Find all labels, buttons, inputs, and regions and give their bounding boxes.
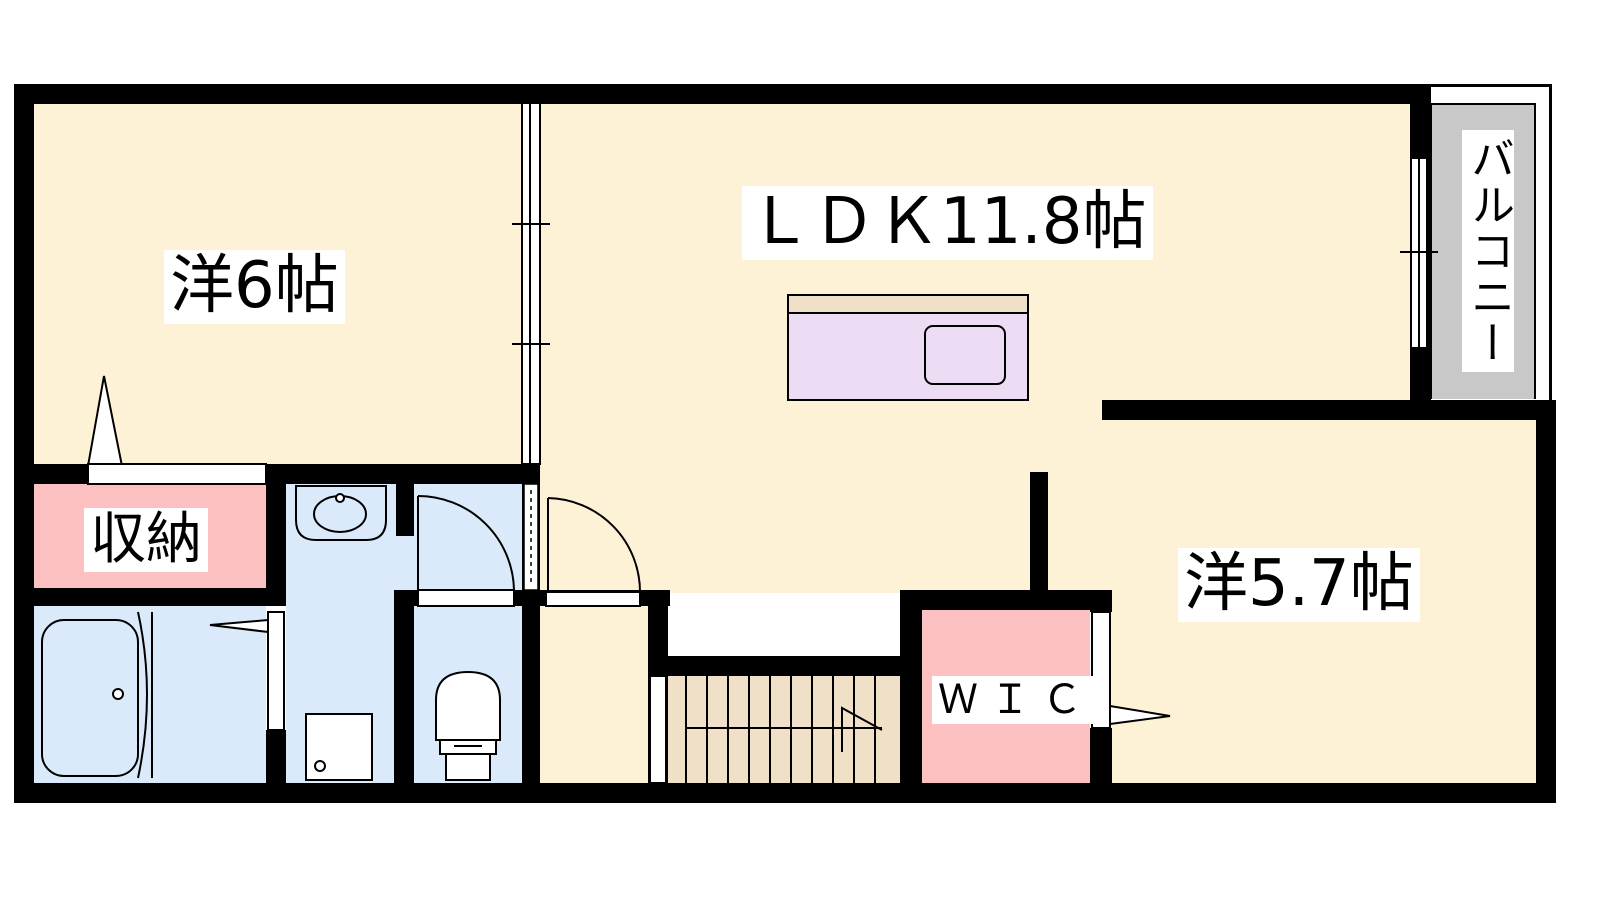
room-label-storage: 収納 (84, 508, 208, 572)
kitchen-counter (787, 294, 1029, 401)
bath-door (209, 611, 285, 731)
wall-storage-bottom (14, 588, 286, 606)
wall-right (1536, 400, 1556, 803)
wall-wic-right-lower (1090, 728, 1112, 790)
balcony-outline (1428, 84, 1552, 400)
hallway-fill (540, 593, 652, 783)
partition-sliding-door (512, 102, 550, 465)
wall-bath-right (266, 730, 286, 790)
room-label-wic: ＷＩＣ (932, 676, 1100, 724)
wall-stairs-top (648, 656, 918, 676)
washing-machine (305, 713, 373, 781)
wall-storage-right (266, 464, 286, 606)
toilet (435, 670, 501, 781)
balcony-window (1400, 157, 1438, 349)
closet-door (86, 375, 267, 485)
stairs (649, 675, 883, 784)
room-label-balcony: バルコニー (1462, 130, 1514, 372)
wall-wic-top (900, 590, 1112, 610)
wall-wic-right-upper (1090, 590, 1112, 612)
wall-wic-stub (1030, 472, 1048, 602)
wic-door (1091, 611, 1171, 729)
wall-stairs-right (900, 590, 922, 790)
washbasin (295, 485, 387, 541)
wall-wash-stub (396, 484, 414, 536)
wall-ldk-western57 (1102, 400, 1556, 420)
bathtub (41, 611, 153, 779)
hall-door-frame (523, 483, 539, 591)
wall-top (14, 84, 1426, 104)
wall-left (14, 84, 34, 802)
room-label-western-6: 洋6帖 (164, 250, 345, 324)
wall-toilet-left (394, 590, 414, 790)
toilet-door (417, 495, 515, 607)
hall-door (545, 497, 641, 607)
room-label-ldk: ＬＤＫ11.8帖 (742, 186, 1153, 260)
room-label-western-57: 洋5.7帖 (1178, 548, 1420, 622)
